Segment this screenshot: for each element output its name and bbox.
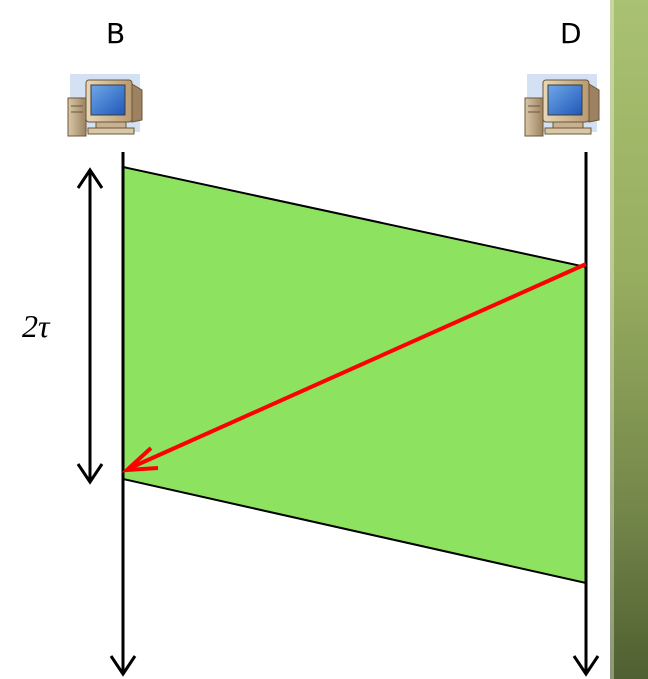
node-label-b: B: [106, 17, 126, 50]
desktop-computer-icon: [67, 73, 143, 137]
decorative-side-bar: [610, 0, 648, 679]
frame-transmission-band: [122, 165, 587, 585]
duration-arrow-top: [76, 167, 104, 189]
node-label-d: D: [560, 17, 582, 50]
duration-arrow-bottom: [76, 463, 104, 485]
collision-signal-arrow: [129, 262, 587, 470]
collision-signal-arrowhead: [121, 446, 159, 473]
desktop-computer-icon: [524, 73, 600, 137]
timeline-d-arrowhead: [572, 655, 600, 677]
timeline-b-arrowhead: [109, 655, 137, 677]
duration-label: 2τ: [22, 308, 50, 344]
